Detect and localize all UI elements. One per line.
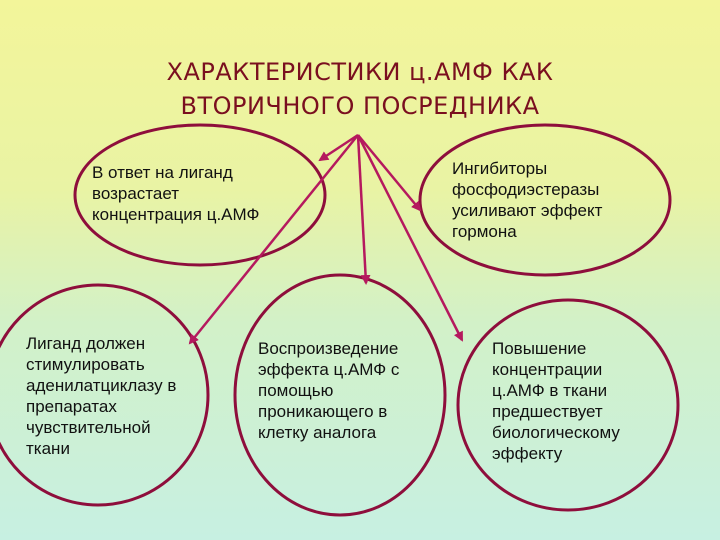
arrow-to-node-5 (356, 134, 464, 342)
node-2-text: Ингибиторы фосфодиэстеразы усиливают эфф… (452, 159, 603, 241)
node-5-text: Повышение концентрации ц.АМФ в ткани пре… (492, 339, 620, 463)
arrow-to-node-4 (356, 134, 371, 285)
node-ellipse-5 (456, 298, 680, 512)
arrow-to-node-1 (318, 133, 359, 162)
diagram-title: ХАРАКТЕРИСТИКИ ц.АМФ КАК ВТОРИЧНОГО ПОСР… (110, 55, 610, 123)
node-4-text: Воспроизведение эффекта ц.АМФ с помощью … (258, 339, 400, 442)
node-3-text: Лиганд должен стимулировать аденилатцикл… (26, 334, 177, 458)
arrow-to-node-3 (188, 134, 359, 345)
node-ellipse-1 (73, 123, 327, 267)
arrow-to-node-2 (357, 134, 422, 212)
node-ellipse-2 (418, 123, 672, 277)
node-ellipse-3 (0, 283, 210, 507)
title-line-1: ХАРАКТЕРИСТИКИ ц.АМФ КАК (166, 58, 554, 86)
title-line-2: ВТОРИЧНОГО ПОСРЕДНИКА (180, 92, 540, 120)
node-ellipse-4 (233, 273, 447, 517)
node-1-text: В ответ на лиганд возрастает концентраци… (92, 163, 260, 224)
